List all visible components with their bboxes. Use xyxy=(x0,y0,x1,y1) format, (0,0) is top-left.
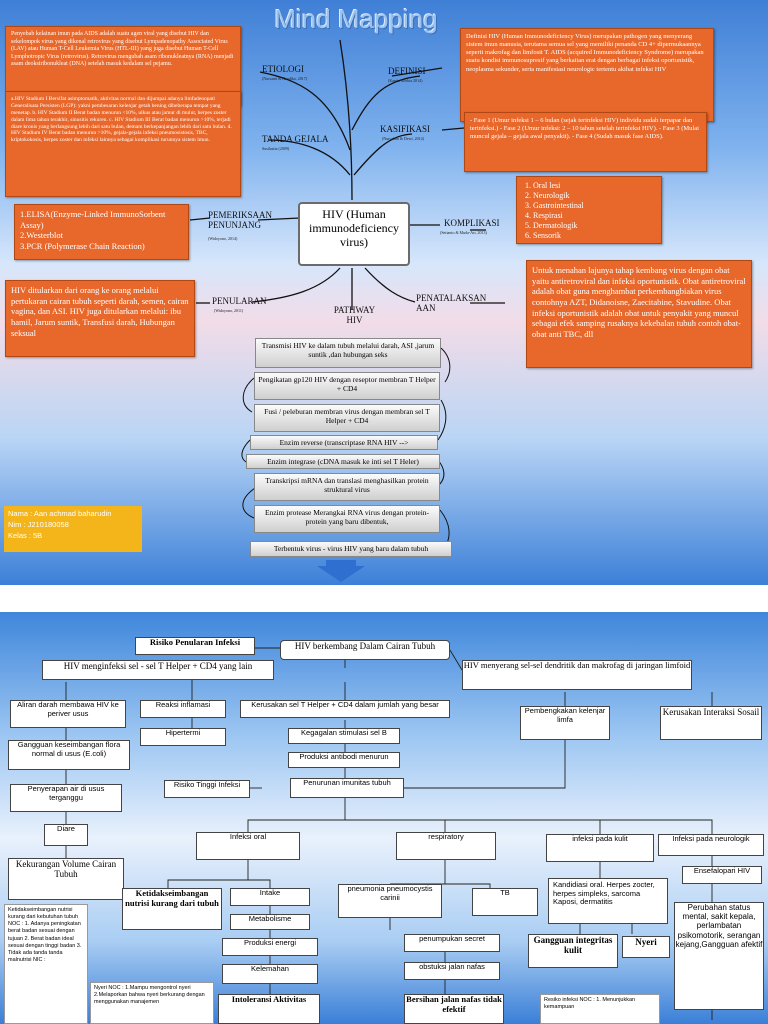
diare: Diare xyxy=(44,824,88,846)
hipertermi: Hipertermi xyxy=(140,728,226,746)
pemeriksaan-item: 1.ELISA(Enzyme-Linked ImmunoSorbent Assa… xyxy=(20,209,166,230)
ensefalopari: Ensefalopari HIV xyxy=(682,866,762,884)
box-penatalaksanaan: Untuk menahan lajunya tahap kembang viru… xyxy=(526,260,752,368)
student-nim: Nim : J210180058 xyxy=(8,519,69,529)
branch-penatalaksanaan: PENATALAKSAN AAN xyxy=(416,293,487,313)
kandidiasis: Kandidiasi oral. Herpes zocter, herpes s… xyxy=(548,878,668,924)
hiv-menginfeksi: HIV menginfeksi sel - sel T Helper + CD4… xyxy=(42,660,274,680)
komplikasi-item: 1. Oral lesi xyxy=(525,181,561,190)
produksi-antibodi: Produksi antibodi menurun xyxy=(288,752,400,768)
student-name: Nama : Aan achmad baharudin xyxy=(8,509,112,518)
komplikasi-item: 5. Dermatologik xyxy=(525,221,578,230)
produksi-energi: Produksi energi xyxy=(222,938,318,956)
intoleransi-aktivitas: Intoleransi Aktivitas xyxy=(218,994,320,1024)
kerusakan-interaksi: Kerusakan Interaksi Sosail xyxy=(660,706,762,740)
page-gap xyxy=(0,585,768,612)
student-info: Nama : Aan achmad baharudin Nim : J21018… xyxy=(4,506,142,552)
cite-penularan: (Widoyono, 2011) xyxy=(214,308,244,313)
cite-komplikasi: (Setianto & Muda-Ari, 2013) xyxy=(440,230,487,235)
branch-penularan: PENULARAN xyxy=(212,296,267,306)
pathway-step-4: Enzim reverse (transcriptase RNA HIV --> xyxy=(250,435,438,450)
center-node: HIV (Human immunodeficiency virus) xyxy=(298,202,410,266)
kelemahan: Kelemahan xyxy=(222,964,318,984)
intake: Intake xyxy=(230,888,310,906)
student-class: Kelas : 5B xyxy=(8,530,43,540)
hiv-menyerang: HIV menyerang sel-sel dendritik dan makr… xyxy=(462,660,692,690)
box-pemeriksaan: 1.ELISA(Enzyme-Linked ImmunoSorbent Assa… xyxy=(14,204,189,260)
ketidakseimbangan-nutrisi: Ketidakseimbangan nutrisi kurang dari tu… xyxy=(122,888,222,930)
kegagalan-stimulasi: Kegagalan stimulasi sel B xyxy=(288,728,400,744)
box-komplikasi: 1. Oral lesi 2. Neurologik 3. Gastrointe… xyxy=(516,176,662,244)
box-tanda-gejala: a.HIV Stadium I Bersifat asimptomatik, a… xyxy=(5,91,241,197)
penyerapan-air: Penyerapan air di usus terganggu xyxy=(10,784,122,812)
bersihan-jalan-nafas: Bersihan jalan nafas tidak efektif xyxy=(404,994,504,1024)
branch-pemeriksaan: PEMERIKSAAN PENUNJANG xyxy=(208,210,273,230)
penumpukan-secret: penumpukan secret xyxy=(404,934,500,952)
pathway-step-6: Transkripsi mRNA dan translasi menghasil… xyxy=(254,473,440,501)
cite-pemeriksaan: (Widoyono, 2014) xyxy=(208,236,238,241)
box-definisi: Definisi HIV (Human Immunodeficiency Vir… xyxy=(460,28,714,122)
respiratory: respiratory xyxy=(396,832,496,860)
infeksi-oral: Infeksi oral xyxy=(196,832,300,860)
pathway-step-7: Enzim protease Merangkai RNA virus denga… xyxy=(254,505,440,533)
reaksi-inflamasi: Reaksi inflamasi xyxy=(140,700,226,718)
pemeriksaan-item: 2.Westerblot xyxy=(20,230,63,241)
infeksi-kulit: infeksi pada kulit xyxy=(546,834,654,862)
pathway-step-1: Transmisi HIV ke dalam tubuh melalui dar… xyxy=(255,338,441,368)
pneumonia: pneumonia pneumocystis carinii xyxy=(338,884,442,918)
note-nyeri: Nyeri NOC : 1.Mampu mengontrol nyeri 2.M… xyxy=(90,982,214,1024)
cite-kasifikasi: (Nursalam & Dewi, 2014) xyxy=(382,136,424,141)
branch-tanda-gejala: TANDA GEJALA xyxy=(262,134,329,144)
kekurangan-volume: Kekurangan Volume Cairan Tubuh xyxy=(8,858,124,900)
branch-pathway: PATHWAY HIV xyxy=(333,305,376,325)
pathway-step-5: Enzim integrase (cDNA masuk ke inti sel … xyxy=(246,454,440,469)
komplikasi-item: 6. Sensorik xyxy=(525,231,561,240)
kerusakan-sel-t: Kerusakan sel T Helper + CD4 dalam jumla… xyxy=(240,700,450,718)
komplikasi-item: 2. Neurologik xyxy=(525,191,570,200)
tb: TB xyxy=(472,888,538,916)
pathway-step-3: Fusi / peleburan membran virus dengan me… xyxy=(254,404,440,432)
branch-komplikasi: KOMPLIKASI xyxy=(444,218,500,228)
pemeriksaan-item: 3.PCR (Polymerase Chain Reaction) xyxy=(20,240,145,251)
pathway-step-2: Pengikatan gp120 HIV dengan reseptor mem… xyxy=(254,372,440,400)
metabolisme: Metabolisme xyxy=(230,914,310,930)
page-title: Mind Mapping xyxy=(274,4,438,34)
infeksi-neurologik: Infeksi pada neurologik xyxy=(658,834,764,856)
komplikasi-item: 3. Gastrointestinal xyxy=(525,201,584,210)
pathway-step-8: Terbentuk virus - virus HIV yang baru da… xyxy=(250,541,452,557)
branch-definisi: DEFINISI xyxy=(388,66,426,76)
pembengkakan-limfa: Pembengkakan kelenjar limfa xyxy=(520,706,610,740)
risiko-tinggi-infeksi: Risiko Tinggi Infeksi xyxy=(164,780,250,798)
note-resiko-infeksi: Resiko infeksi NOC : 1. Menunjukkan kema… xyxy=(540,994,660,1024)
obstuksi-jalan-nafas: obstuksi jalan nafas xyxy=(404,962,500,980)
cite-tanda-gejala: Susilastin (2009) xyxy=(262,146,290,151)
aliran-darah: Aliran darah membawa HIV ke periver usus xyxy=(10,700,126,728)
komplikasi-item: 4. Respirasi xyxy=(525,211,563,220)
gangguan-integritas: Gangguan integritas kulit xyxy=(528,934,618,968)
cite-etiologi: (Nursanti & Handika, 2017) xyxy=(262,76,308,81)
penurunan-imunitas: Penurunan imunitas tubuh xyxy=(290,778,404,798)
perubahan-status-mental: Perubahan status mental, sakit kepala, p… xyxy=(674,902,764,1010)
box-penularan: HIV ditularkan dari orang ke orang melal… xyxy=(5,280,195,357)
nyeri: Nyeri xyxy=(622,936,670,958)
branch-etiologi: ETIOLOGI xyxy=(262,64,304,74)
risiko-penularan: Risiko Penularan Infeksi xyxy=(135,637,255,655)
note-nutrisi: Ketidakseimbangan nutrisi kurang dari ke… xyxy=(4,904,88,1024)
gangguan-flora: Gangguan keseimbangan flora normal di us… xyxy=(8,740,130,770)
hiv-berkembang: HIV berkembang Dalam Cairan Tubuh xyxy=(280,640,450,660)
branch-kasifikasi: KASIFIKASI xyxy=(380,124,431,134)
box-kasifikasi: - Fase 1 (Umur infeksi 1 – 6 bulan (seja… xyxy=(464,112,707,172)
cite-definisi: (Kapita selekta 2014) xyxy=(388,78,423,83)
